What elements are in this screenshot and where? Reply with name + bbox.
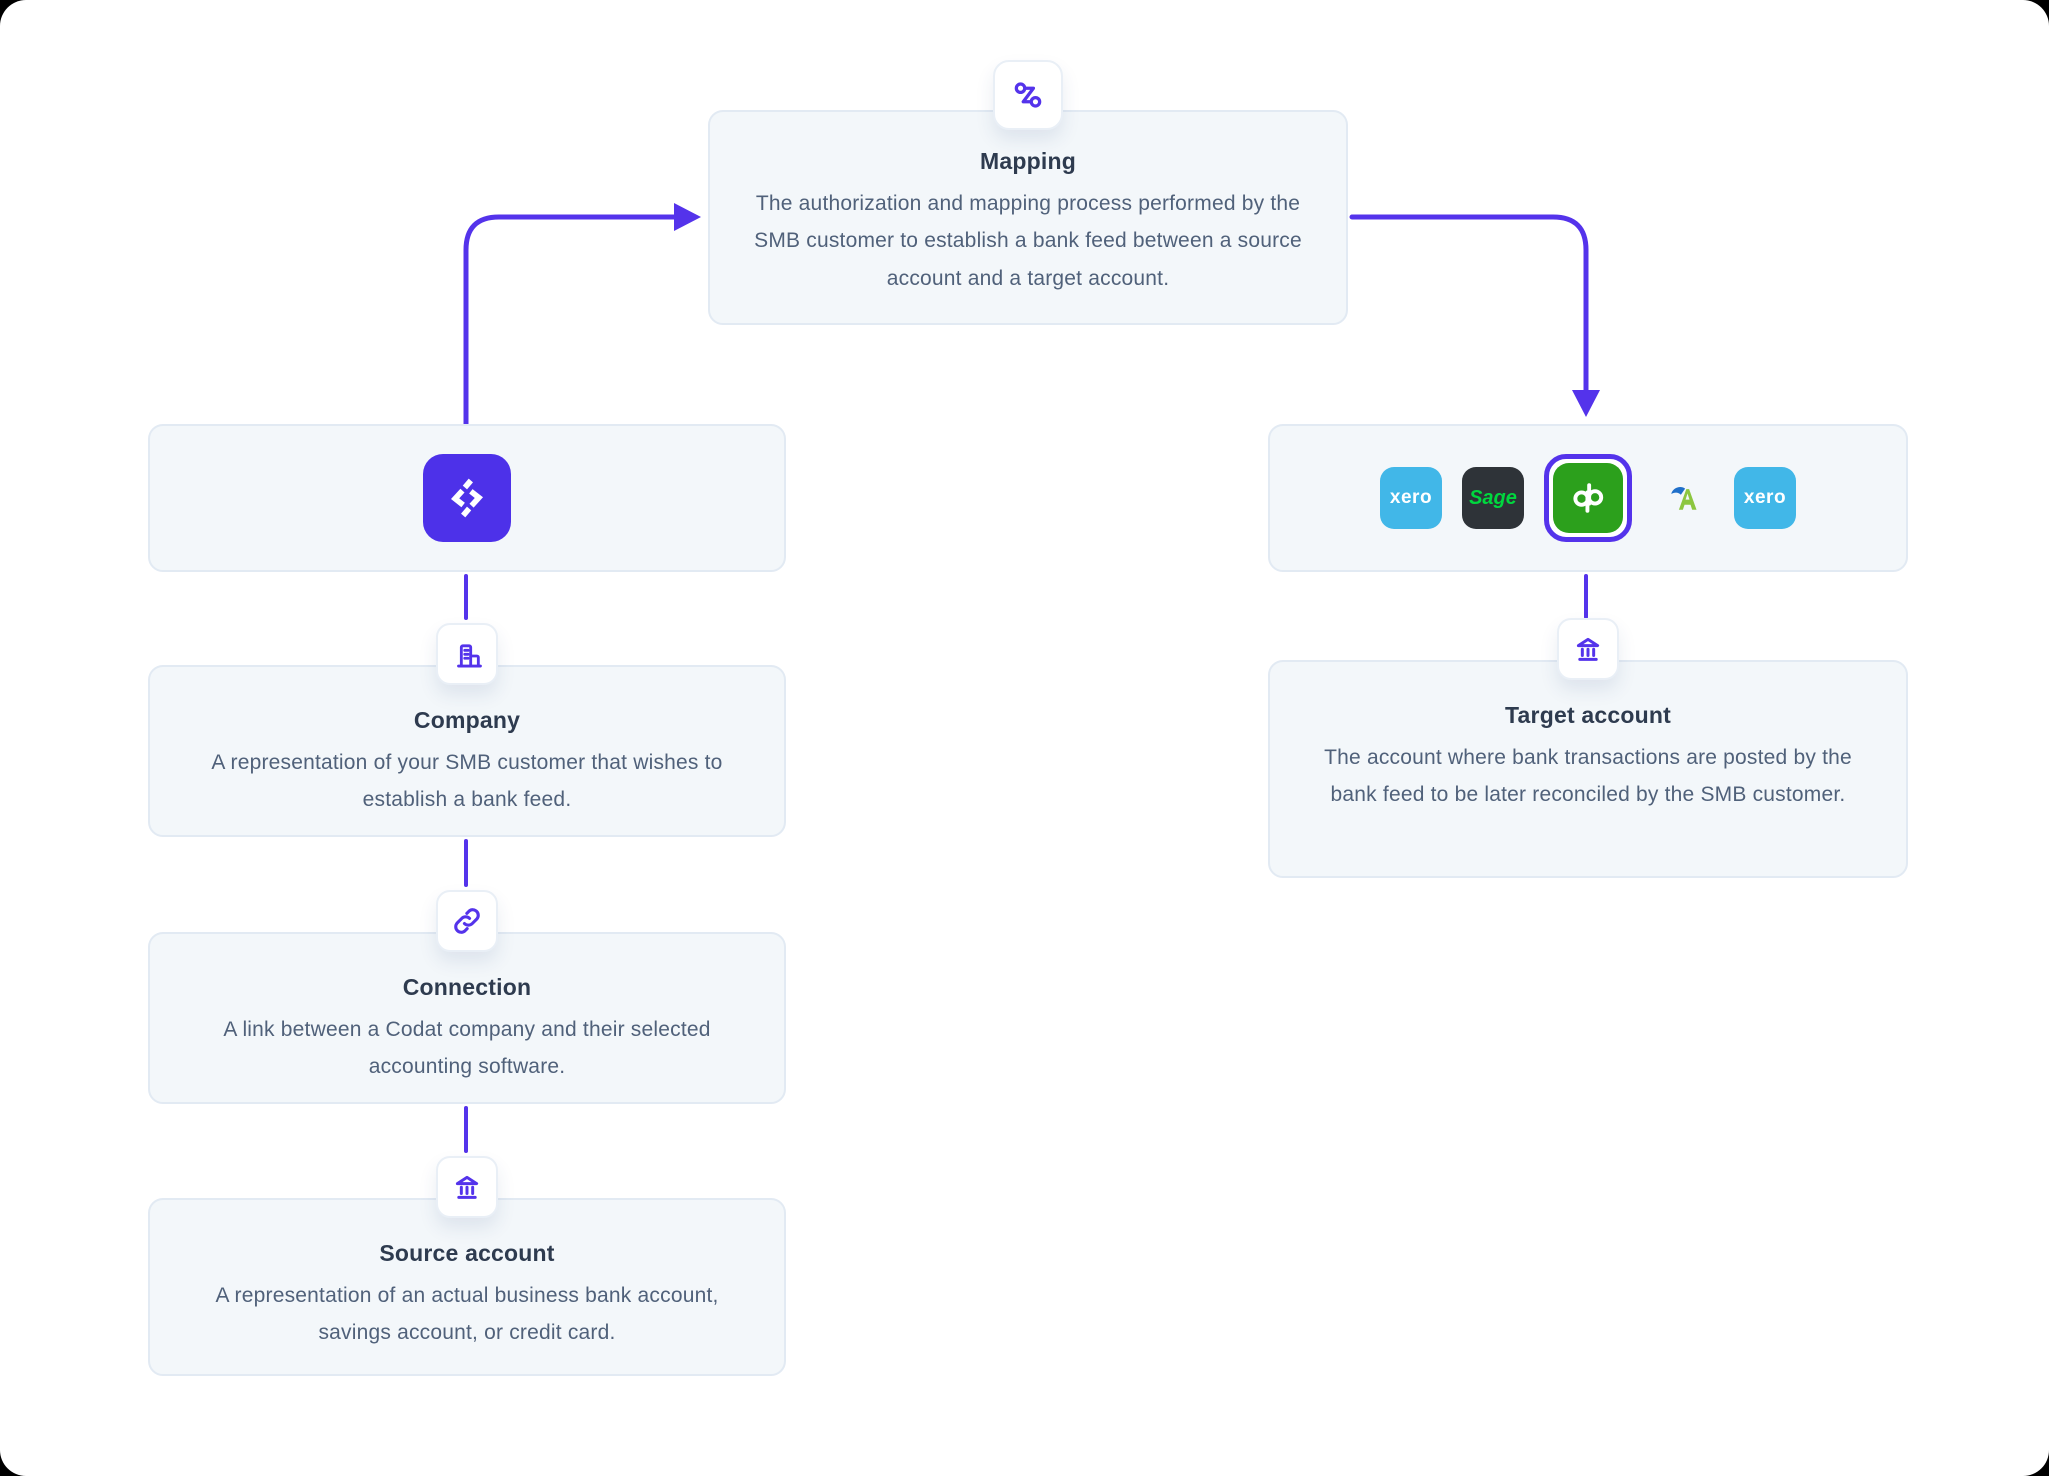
node-mapping: Mapping The authorization and mapping pr… <box>708 60 1348 325</box>
quickbooks-logo-selected-ring <box>1544 454 1632 542</box>
arrowhead-down-icon <box>1572 390 1600 417</box>
connector-line <box>464 574 468 620</box>
sage-wordmark: Sage <box>1469 486 1517 509</box>
node-codat <box>148 424 786 572</box>
node-description: A representation of your SMB customer th… <box>211 751 723 812</box>
target-account-badge <box>1557 618 1619 680</box>
arrow-codat-to-mapping <box>463 214 677 427</box>
link-icon <box>454 908 480 934</box>
connector-line <box>464 1106 468 1153</box>
freeagent-logo <box>1652 467 1714 529</box>
node-title: Connection <box>402 974 532 1000</box>
freeagent-glyph-icon <box>1671 487 1697 510</box>
node-company: Company A representation of your SMB cus… <box>148 623 786 837</box>
node-source-account: Source account A representation of an ac… <box>148 1156 786 1376</box>
bank-icon <box>1576 637 1600 661</box>
node-connection: Connection A link between a Codat compan… <box>148 890 786 1104</box>
codat-logo-icon <box>423 454 511 542</box>
route-icon <box>1014 82 1042 108</box>
node-description: The account where bank transactions are … <box>1324 746 1852 807</box>
node-target-account: Target account The account where bank tr… <box>1268 618 1908 878</box>
node-title: Mapping <box>980 148 1076 174</box>
node-title: Company <box>413 707 521 733</box>
arrow-mapping-to-platforms <box>1349 214 1589 393</box>
node-title: Source account <box>379 1240 555 1266</box>
xero-wordmark: xero <box>1389 487 1433 508</box>
mapping-badge <box>993 60 1063 130</box>
node-description: A representation of an actual business b… <box>215 1284 719 1345</box>
arrowhead-right-icon <box>674 203 701 231</box>
connection-badge <box>436 890 498 952</box>
connector-line <box>1584 574 1588 619</box>
sage-logo: Sage <box>1462 467 1524 529</box>
building-icon <box>457 644 482 668</box>
connector-line <box>464 839 468 887</box>
bank-icon <box>455 1175 479 1199</box>
xero-logo: xero <box>1734 467 1796 529</box>
xero-wordmark: xero <box>1743 487 1787 508</box>
node-description: The authorization and mapping process pe… <box>754 192 1302 290</box>
node-title: Target account <box>1505 702 1671 728</box>
node-description: A link between a Codat company and their… <box>223 1018 711 1079</box>
qb-glyph-icon <box>1573 483 1604 513</box>
quickbooks-logo <box>1553 463 1623 533</box>
xero-logo: xero <box>1380 467 1442 529</box>
company-badge <box>436 623 498 685</box>
source-account-badge <box>436 1156 498 1218</box>
node-accounting-platforms: xero Sage xero <box>1268 424 1908 572</box>
